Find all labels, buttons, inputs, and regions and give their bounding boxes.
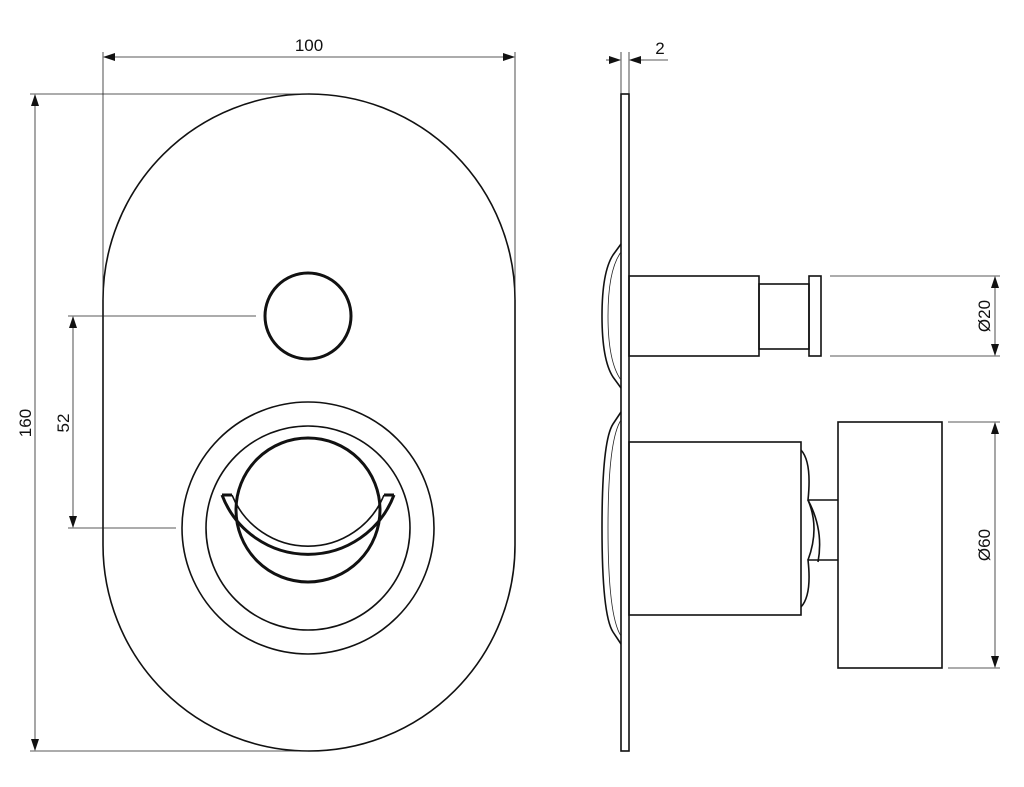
handle-ring-middle	[205, 425, 411, 631]
upper-spindle-stem	[758, 283, 810, 350]
upper-spindle-body	[628, 275, 760, 357]
front-dimensions: 100 160 52	[16, 36, 516, 752]
handle-neck	[800, 449, 838, 608]
side-view	[601, 93, 943, 752]
side-plate	[620, 93, 630, 752]
handle-side-body	[837, 421, 943, 669]
handle-knob	[234, 436, 382, 584]
bottom-diameter-label: Ø60	[975, 529, 994, 561]
handle-crescent-inner	[231, 494, 385, 548]
width-dimension-label: 100	[295, 36, 323, 55]
upper-spindle-cap	[808, 275, 822, 357]
top-diameter-label: Ø20	[975, 300, 994, 332]
upper-rosette	[601, 243, 622, 389]
plate-thickness-label: 2	[655, 39, 664, 58]
center-distance-label: 52	[54, 414, 73, 433]
front-view	[102, 93, 516, 752]
cover-plate-outline	[102, 93, 516, 752]
lower-cartridge-body	[628, 441, 802, 616]
height-dimension-label: 160	[16, 409, 35, 437]
lower-rosette	[601, 411, 622, 645]
side-dimensions: 2 Ø20 Ø60	[606, 39, 1000, 669]
handle-outer-ring	[181, 401, 435, 655]
diverter-button	[263, 271, 353, 361]
